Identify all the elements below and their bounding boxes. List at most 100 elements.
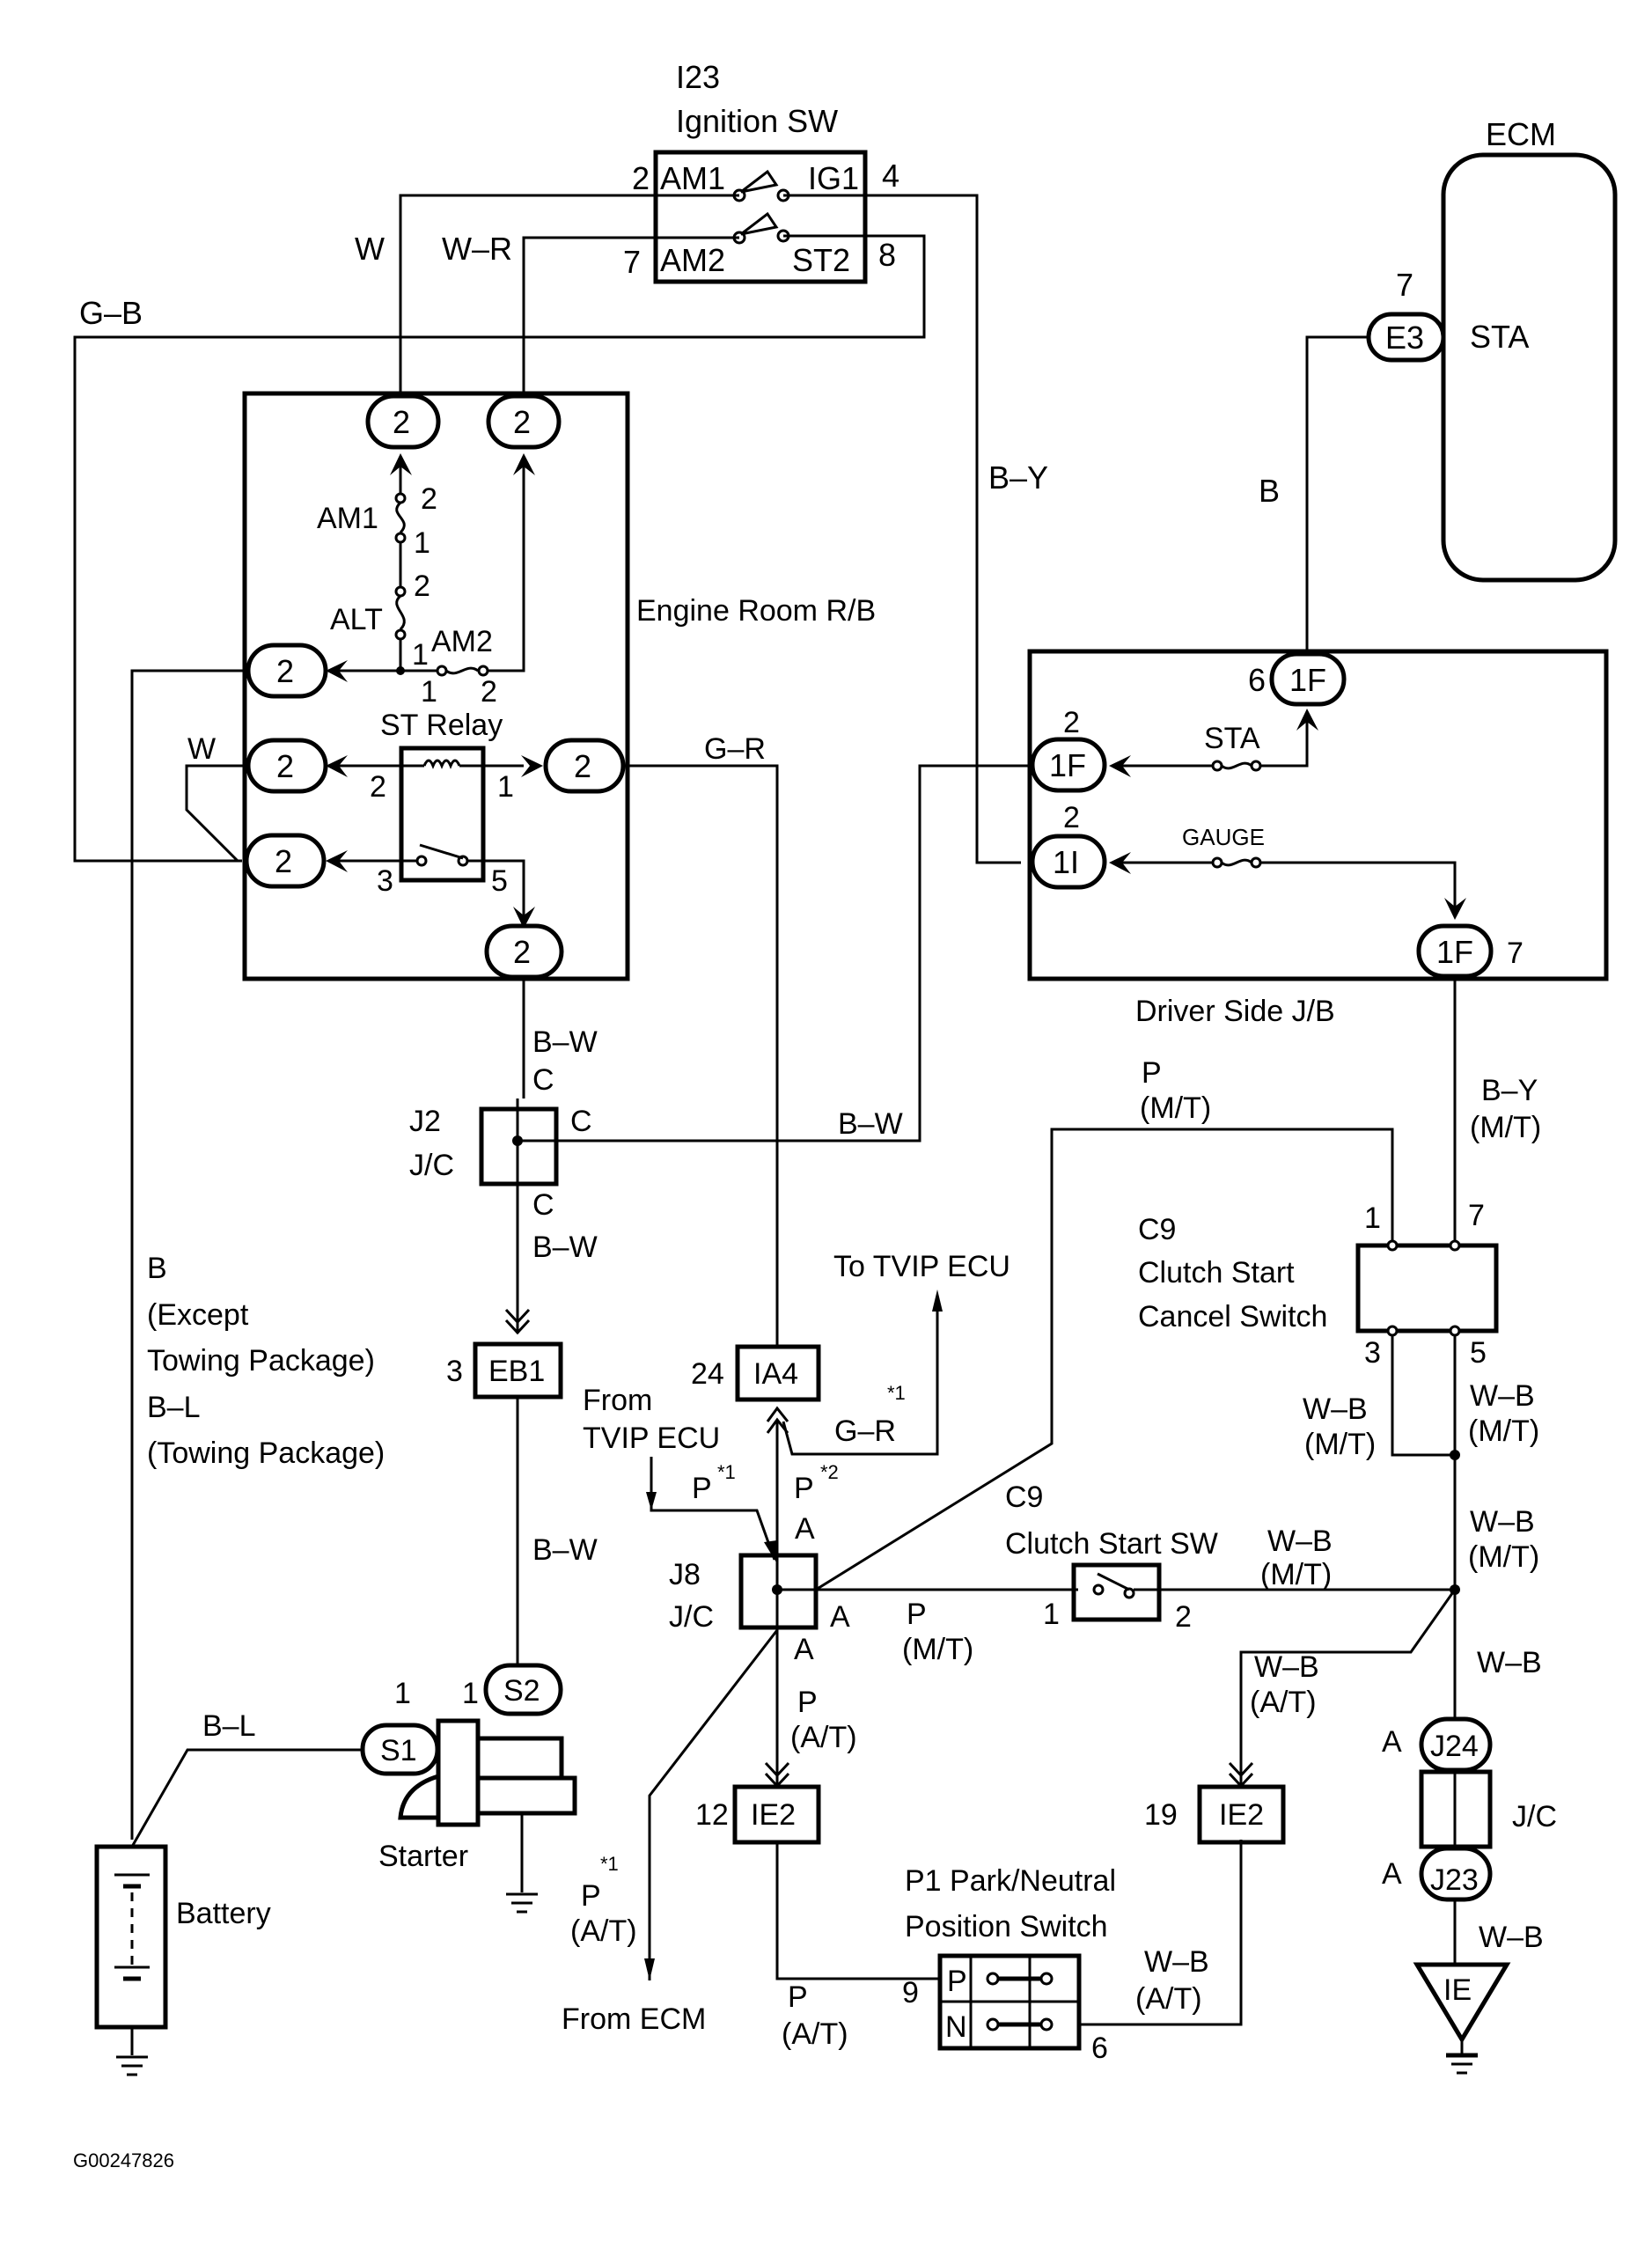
wire-label-w-b-at-bottom-1: W–B [1144,1945,1209,1979]
cancel-pin-5: 5 [1470,1336,1487,1370]
wire-label-w-r: W–R [442,231,512,267]
fuse-am2-pin-left: 1 [421,675,437,709]
wire-label-b-w-1: B–W [532,1025,598,1059]
wire-w-b-at-bottom [1079,1840,1243,2026]
pn-switch-label-2: Position Switch [905,1910,1108,1943]
connector-1i-gauge-pin: 2 [1063,801,1080,834]
fuse-gauge-icon [1221,858,1252,867]
engine-room-relay-block: Engine Room R/B 2 2 AM1 2 1 ALT 2 1 AM2 [242,391,876,981]
wire-label-w-b-mt-sw-1: W–B [1267,1525,1333,1558]
switch-lever-2 [740,211,779,236]
wire-label-w-b-mt-right-2: (M/T) [1468,1540,1539,1574]
connector-s2-label: S2 [503,1674,540,1708]
star1-p-at: *1 [600,1853,619,1875]
wire-label-g-r-star: G–R [834,1414,896,1448]
figure-id: G00247826 [73,2149,174,2171]
ignition-switch-code: I23 [676,59,720,95]
engine-room-rb-box [242,391,630,981]
star1-p: *1 [717,1461,736,1483]
wire-g-r [623,764,779,1347]
relay-pin-2: 2 [370,770,386,804]
j2-pin-right: C [570,1105,592,1138]
wire-p-mt-top [815,1128,1394,1591]
to-tvip-ecu: To TVIP ECU [833,1250,1010,1283]
wire-label-p-star2: P [794,1472,814,1505]
fuse-am1-pin-top: 2 [421,482,437,516]
fuse-alt-pin1 [394,628,407,641]
ecm-box [1441,152,1618,583]
connector-ie2-right-pin: 19 [1144,1798,1178,1832]
fuse-alt-pin-bottom: 1 [412,638,429,672]
connector-1f-top [1269,651,1347,707]
connector-j23-label: J23 [1430,1863,1479,1897]
wire-label-w-b-ground: W–B [1479,1921,1544,1954]
j23-pin: A [1382,1857,1402,1891]
ecm: ECM STA E3 7 [1366,116,1618,583]
pin-st2: 8 [878,237,896,273]
clutch-sw-code: C9 [1005,1481,1043,1514]
wire-label-p-at-bottom-2: (A/T) [782,2017,848,2051]
wire-label-b-w-jb: B–W [838,1107,903,1141]
clutch-sw-contact-2 [1123,1587,1135,1599]
connector-ia4 [735,1344,821,1402]
pn-pin-9: 9 [902,1976,919,2010]
fuse-am1-pin2 [394,492,407,504]
connector-ia4-label: IA4 [753,1357,798,1391]
j2-node [512,1135,523,1146]
arrow-into-j8 [764,1540,777,1562]
cancel-pin5-contact [1449,1325,1461,1337]
relay-pin-3: 3 [377,864,393,898]
wire-p-at-pn [775,1842,940,1980]
starter-solenoid [436,1718,481,1827]
relay-switch-arm [419,843,464,860]
j2-pin-top: C [532,1063,554,1097]
fuse-am2-label: AM2 [431,625,493,658]
clutch-start-cancel-switch: C9 Clutch Start Cancel Switch 1 7 3 5 [1138,1199,1499,1370]
connector-s1-pin: 1 [394,1677,411,1710]
cancel-switch-name-2: Cancel Switch [1138,1300,1327,1334]
clutch-sw-arm [1097,1572,1130,1591]
wire-label-w-b-at-bottom-2: (A/T) [1135,1982,1202,2016]
cancel-switch-code: C9 [1138,1213,1176,1246]
connector-2-am1-label: 2 [393,404,410,440]
wire-am2-up [488,467,525,672]
junction-j8-box [738,1553,819,1630]
ecm-label: ECM [1486,116,1556,152]
wire-w-b-at [1239,1589,1457,1787]
battery-ground-icon [116,2055,148,2076]
wire-label-g-r: G–R [704,732,766,766]
wire-label-p-at-ecm-2: (A/T) [570,1914,637,1948]
fuse-alt-pin2 [394,585,407,598]
connector-2-relay-2-label: 2 [276,748,294,784]
relay-coil-icon [422,759,461,769]
arrow-left-gauge [1109,852,1131,874]
connector-2-relay-3-label: 2 [275,843,292,879]
engine-room-rb-label: Engine Room R/B [636,594,876,628]
wire-w [399,194,739,394]
fuse-gauge-pin-left [1211,856,1223,869]
from-tvip-line-1: From [583,1384,652,1417]
wire-label-b-w-4: B–W [532,1533,598,1567]
fuse-am2-pin-right: 2 [481,675,497,709]
wire-label-p-star1: P [692,1472,712,1505]
starter-body-upper [475,1736,564,1781]
pn-contact-p-right [1039,1972,1054,1986]
fuse-alt-pin-top: 2 [414,569,430,603]
wire-label-p-mt-mid-1: P [907,1598,927,1631]
wire-ig1 [783,194,1021,864]
clutch-start-switch: C9 Clutch Start SW 1 2 [1005,1481,1218,1634]
battery-feed-line-5: (Towing Package) [147,1436,385,1470]
arrow-down-from-tvip-1 [646,1492,657,1510]
j24-pin: A [1382,1725,1402,1759]
clutch-sw-contact-1 [1092,1583,1105,1596]
pin-ig1: 4 [882,158,899,194]
j8-pin-top: A [795,1512,815,1546]
pn-contact-n-left [986,2017,1000,2032]
wire-battery-feed [130,669,248,1840]
connector-eb1-label: EB1 [488,1355,545,1388]
wire-w-r [522,236,739,394]
starter: S2 1 S1 1 Starter [360,1663,577,1914]
connector-1f-sta-pin: 2 [1063,706,1080,739]
star1-g-r: *1 [887,1382,906,1404]
